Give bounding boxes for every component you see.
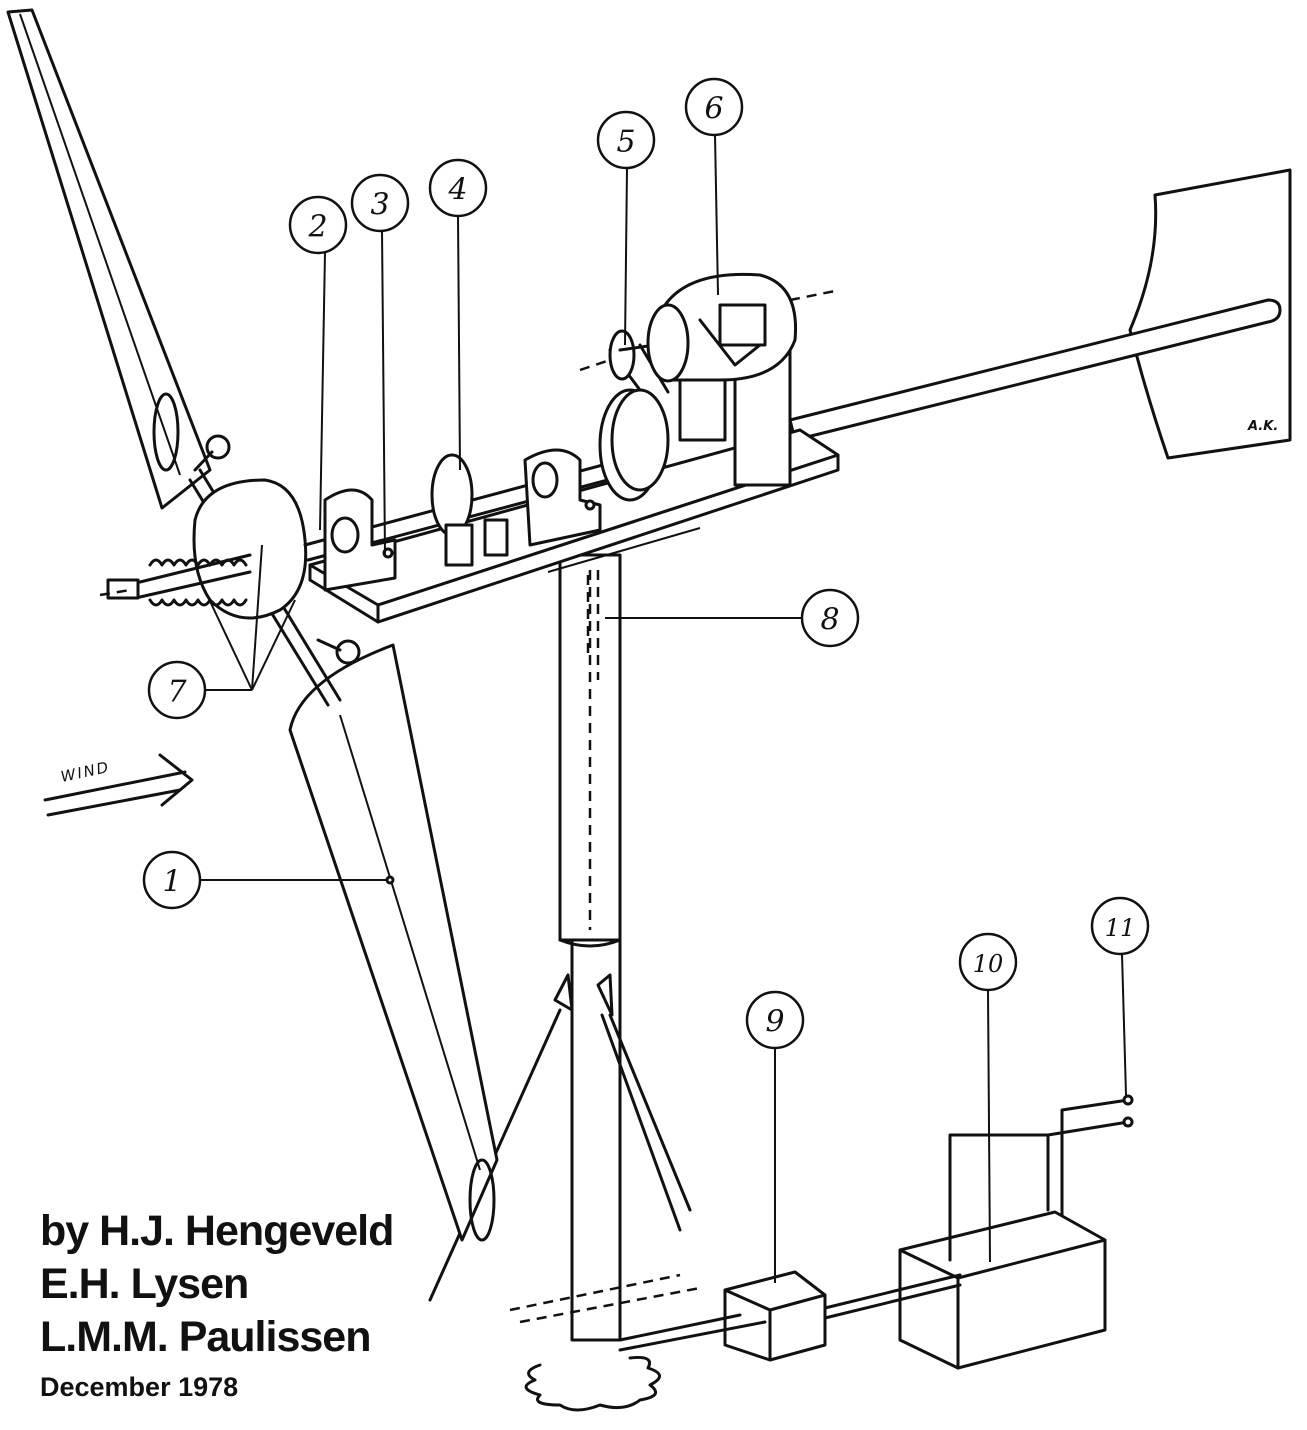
lower-blade (288, 643, 499, 1242)
callout-4: 4 (428, 158, 488, 218)
wind-arrow: WIND (43, 753, 194, 817)
callout-2-label: 2 (307, 210, 327, 245)
credits-date: December 1978 (40, 1372, 239, 1402)
callout-7: 7 (147, 660, 207, 720)
callout-4-label: 4 (447, 173, 467, 208)
callout-8-label: 8 (820, 603, 839, 638)
callout-3-label: 3 (370, 188, 389, 223)
callout-3: 3 (350, 173, 410, 233)
callout-9: 9 (745, 990, 805, 1050)
credits-block: by H.J. Hengeveld E.H. Lysen L.M.M. Paul… (40, 1205, 394, 1408)
wind-label: WIND (59, 758, 112, 786)
credits-line-2: E.H. Lysen (40, 1260, 249, 1308)
leader-lines (199, 134, 1127, 1283)
tower (524, 553, 661, 1412)
callout-8: 8 (800, 588, 860, 648)
callout-10-label: 10 (973, 950, 1004, 978)
callout-7-label: 7 (167, 675, 187, 710)
hub-assembly (99, 434, 361, 707)
electrical-system (509, 1094, 1134, 1370)
credits-line-3: L.M.M. Paulissen (40, 1313, 371, 1361)
callout-1-label: 1 (162, 865, 181, 900)
callout-5: 5 (596, 110, 656, 170)
callout-6-label: 6 (704, 92, 723, 127)
callout-9-label: 9 (765, 1005, 784, 1040)
credits-line-1: by H.J. Hengeveld (40, 1207, 394, 1255)
artist-signature: A.K. (1247, 419, 1278, 434)
callout-11: 11 (1090, 896, 1150, 956)
upper-blade (6, 8, 212, 510)
callout-10: 10 (958, 932, 1018, 992)
callout-5-label: 5 (616, 125, 635, 160)
callout-6: 6 (684, 77, 744, 137)
callout-1: 1 (142, 850, 202, 910)
nacelle (303, 272, 841, 624)
callout-11-label: 11 (1105, 914, 1136, 942)
callout-2: 2 (288, 195, 348, 255)
guy-wires (428, 973, 692, 1302)
tail-boom (788, 298, 1282, 442)
